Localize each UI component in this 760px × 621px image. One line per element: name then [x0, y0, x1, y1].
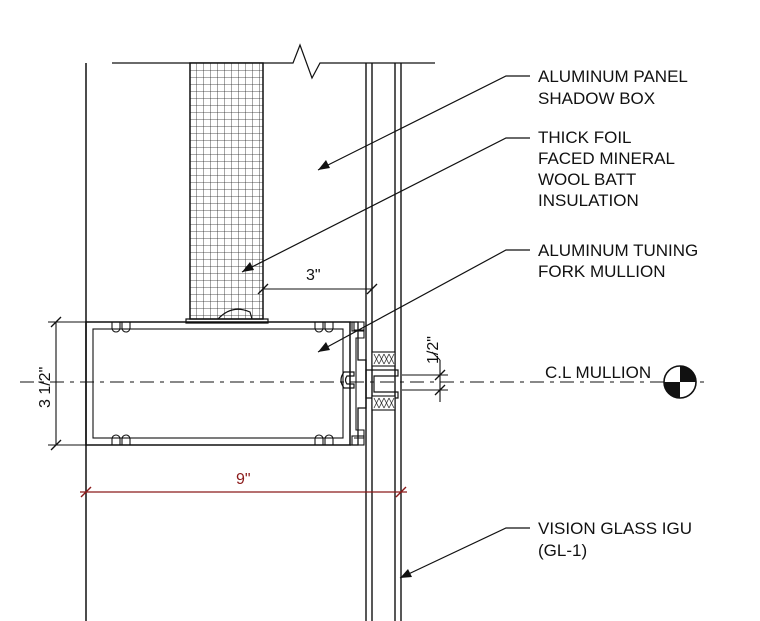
glass-igu	[365, 63, 402, 621]
dimension-overall: 9"	[80, 471, 407, 498]
tuning-fork-mullion	[85, 321, 399, 446]
callout-glass: VISION GLASS IGU (GL-1)	[538, 519, 697, 560]
callout-insulation: THICK FOIL FACED MINERAL WOOL BATT INSUL…	[538, 128, 679, 210]
centerline-symbol-icon	[663, 365, 697, 399]
dimension-mullion-depth-label: 3 1/2"	[37, 367, 54, 408]
dimension-offset: 1/2"	[402, 336, 448, 402]
dimension-gap: 3"	[257, 267, 378, 295]
callout-centerline: C.L MULLION	[545, 363, 651, 382]
callout-mullion: ALUMINUM TUNING FORK MULLION	[538, 241, 703, 281]
callout-shadow-box: ALUMINUM PANEL SHADOW BOX	[538, 67, 692, 108]
break-line	[112, 43, 435, 80]
dimension-mullion-depth: 3 1/2"	[37, 316, 86, 451]
dimension-overall-label: 9"	[236, 471, 251, 488]
insulation-batt	[189, 62, 264, 320]
dimension-offset-label: 1/2"	[425, 336, 442, 364]
leader-lines	[241, 75, 530, 579]
dimension-gap-label: 3"	[306, 267, 321, 284]
